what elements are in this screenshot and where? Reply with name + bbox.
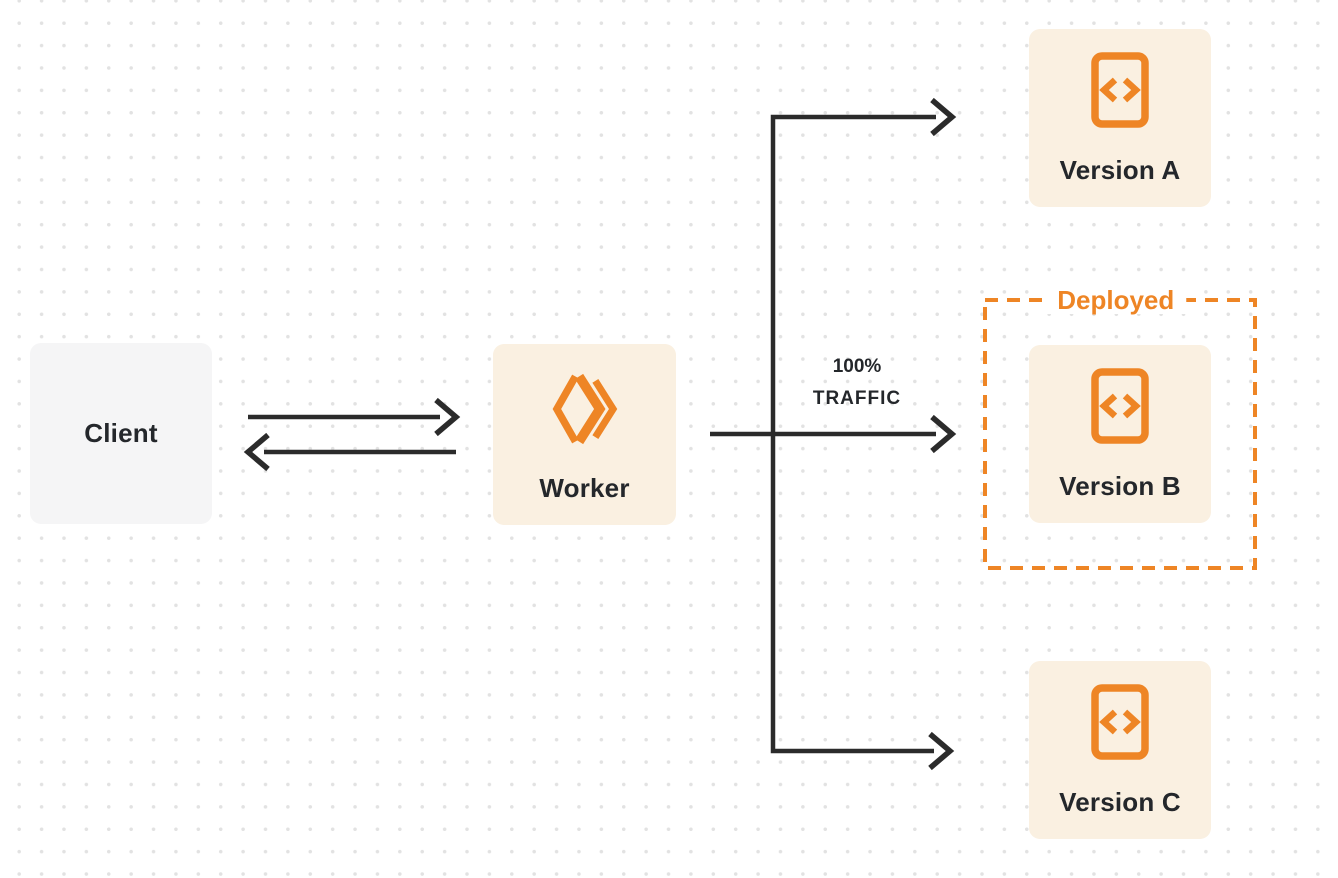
node-version-c: Version C <box>1029 661 1211 839</box>
version-b-label: Version B <box>1059 471 1181 501</box>
arrow-worker-fanout <box>710 97 957 771</box>
node-version-b: Version B <box>1029 345 1211 523</box>
code-file-icon <box>1091 684 1149 760</box>
version-a-label: Version A <box>1059 155 1181 185</box>
client-label: Client <box>84 418 158 448</box>
workers-chevron-icon <box>552 373 617 445</box>
code-file-icon <box>1091 368 1149 444</box>
traffic-label: 100% TRAFFIC <box>789 351 925 415</box>
worker-label: Worker <box>539 473 630 503</box>
arrowhead-version-a <box>930 97 957 137</box>
traffic-percent: 100% <box>832 356 882 377</box>
node-worker: Worker <box>493 344 676 525</box>
deployed-label: Deployed <box>1045 286 1187 314</box>
arrow-client-to-worker <box>248 397 461 437</box>
traffic-word: TRAFFIC <box>812 388 902 409</box>
arrowhead-version-b <box>930 414 957 454</box>
version-c-label: Version C <box>1059 787 1181 817</box>
arrow-worker-to-client <box>243 432 456 472</box>
node-client: Client <box>30 343 212 524</box>
deployed-region: Deployed <box>983 286 1257 570</box>
node-version-a: Version A <box>1029 29 1211 207</box>
arrowhead-version-c <box>928 731 955 771</box>
code-file-icon <box>1091 52 1149 128</box>
